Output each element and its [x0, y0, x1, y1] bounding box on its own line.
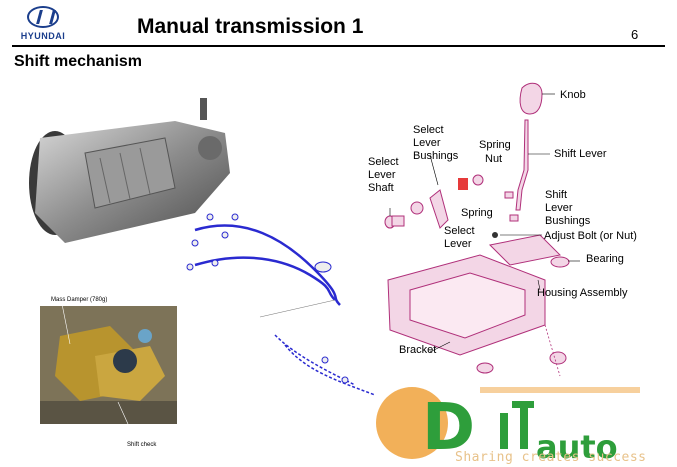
label-select-lever-shaft-line1: Select [368, 156, 399, 168]
select-lever-part [429, 189, 449, 229]
shift-lever-bushing-b [509, 214, 519, 222]
adjust-bolt-part [492, 232, 498, 238]
header-divider [12, 45, 665, 47]
section-title: Shift mechanism [14, 53, 143, 70]
upper-bracket-part [488, 234, 562, 266]
label-select-lever-line1: Select [444, 225, 475, 237]
label-select-lever-shaft-line3: Shaft [368, 182, 394, 194]
label-shift-check: Shift check [127, 433, 156, 451]
transmission-image [29, 98, 230, 243]
bracket-mount-part [476, 362, 494, 374]
shift-check-text: Shift check [127, 442, 157, 448]
label-select-lever-bushings-line2: Lever [413, 137, 441, 149]
spring-nut-part [472, 174, 484, 186]
label-select-lever-line2: Lever [444, 238, 472, 250]
mass-damper-photo-art [40, 306, 177, 424]
label-select-lever-shaft-line2: Lever [368, 169, 396, 181]
label-knob: Knob [560, 89, 586, 101]
mass-damper-photo [40, 306, 177, 424]
watermark-slogan: Sharing creates success [455, 450, 647, 465]
mass-damper-text: Mass Damper (780g) [51, 297, 108, 303]
hyundai-logo: HYUNDAI [14, 4, 72, 44]
label-shift-lever-bushings-line2: Lever [545, 202, 573, 214]
spring-part [458, 178, 468, 190]
shift-cable-upper [194, 224, 341, 306]
label-mass-damper: Mass Damper (780g) [51, 288, 107, 306]
label-housing-assembly: Housing Assembly [537, 287, 628, 299]
knob-part [519, 82, 543, 115]
bearing-part [550, 256, 570, 268]
label-adjust-bolt: Adjust Bolt (or Nut) [544, 230, 637, 242]
label-spring-nut-line1: Spring [479, 139, 511, 151]
shift-mechanism-diagram [384, 82, 580, 377]
label-bearing: Bearing [586, 253, 624, 265]
shifter-stub [200, 98, 207, 120]
label-spring: Spring [461, 207, 493, 219]
label-spring-nut-line2: Nut [485, 153, 503, 165]
label-bracket: Bracket [399, 344, 437, 356]
page-title: Manual transmission 1 [137, 15, 364, 38]
watermark-brand-d: D [422, 391, 475, 465]
watermark-brand-text: auto [536, 428, 618, 466]
bushing-mount-part [549, 351, 567, 365]
select-lever-bushing-part [410, 201, 424, 215]
watermark-logo: D [376, 387, 640, 465]
label-shift-lever-bushings-line3: Bushings [545, 215, 591, 227]
hyundai-logo-icon [27, 6, 59, 28]
shift-lever-bushing-a [504, 191, 514, 199]
label-select-lever-bushings-line1: Select [413, 124, 444, 136]
label-shift-lever-bushings-line1: Shift [545, 189, 568, 201]
shift-lever-part [515, 119, 529, 211]
shift-cable-lower [194, 256, 336, 301]
label-shift-lever: Shift Lever [554, 148, 607, 160]
brand-name: HYUNDAI [20, 31, 66, 41]
shift-cables-image [186, 213, 376, 396]
label-select-lever-bushings-line3: Bushings [413, 150, 459, 162]
watermark-circle [376, 387, 448, 459]
page-number: 6 [631, 27, 639, 42]
tail-housing [198, 136, 222, 160]
